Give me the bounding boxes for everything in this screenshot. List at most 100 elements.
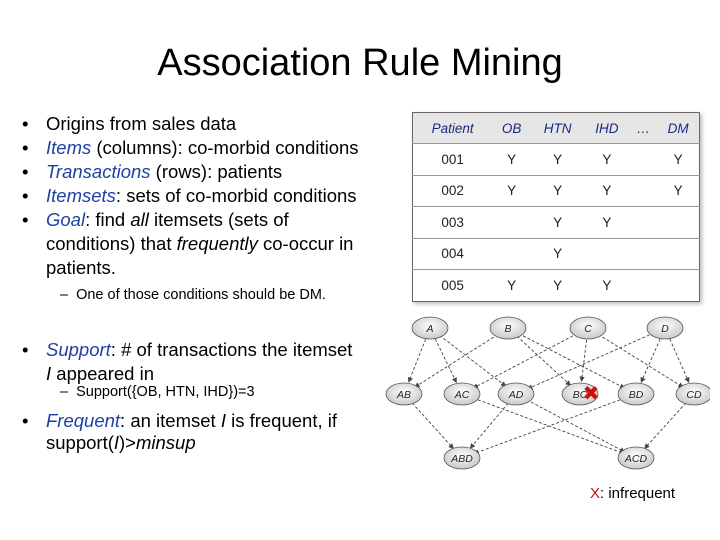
dash: – — [60, 384, 69, 400]
lattice-edge — [472, 333, 578, 389]
table-cell — [657, 270, 699, 302]
table-cell — [657, 206, 700, 239]
bullet-text: : an itemset — [120, 410, 221, 431]
lattice-node: B — [489, 316, 527, 340]
bullet-text: : sets of co-morbid conditions — [115, 185, 357, 206]
lattice-edge — [434, 338, 457, 384]
bullet-term: Itemsets — [46, 185, 116, 206]
bullet-emphasis: minsup — [135, 432, 196, 453]
lattice-node: AB — [385, 382, 423, 406]
table-cell: Y — [584, 175, 630, 207]
table-cell — [492, 206, 531, 239]
col-header: DM — [657, 112, 700, 144]
bullet-text: Origins from sales data — [46, 113, 237, 134]
table-cell: Y — [492, 175, 531, 207]
bullet-itemsets: • Itemsets: sets of co-morbid conditions — [22, 184, 402, 208]
bullet-text: itemsets (sets of — [148, 209, 289, 230]
bullet-goal: • Goal: find all itemsets (sets of condi… — [22, 208, 402, 280]
table-cell: Y — [553, 277, 563, 293]
lattice-edge — [516, 335, 572, 386]
table-cell: Y — [657, 143, 700, 176]
dash: – — [60, 287, 69, 303]
bullet-items: • Items (columns): co-morbid conditions — [22, 136, 402, 160]
bullet-dot: • — [22, 410, 29, 431]
table-cell: Y — [530, 175, 585, 207]
lattice-node-label: A — [425, 323, 433, 335]
table-cell — [492, 238, 531, 270]
bullet-dot: • — [22, 113, 29, 134]
lattice-edge — [640, 338, 661, 383]
table-cell — [630, 270, 658, 302]
bullet-text: support( — [46, 432, 114, 453]
table-cell: Y — [602, 277, 612, 293]
col-header: OB — [492, 112, 531, 144]
lattice-edges — [407, 332, 690, 455]
bullet-dot: • — [22, 137, 29, 158]
table-cell — [657, 238, 700, 270]
infrequent-x-icon: ✖ — [583, 381, 600, 405]
lattice-edge — [669, 338, 690, 383]
table-cell — [629, 238, 658, 270]
table-cell: 003 — [412, 206, 493, 239]
bullet-term: Goal — [46, 209, 86, 230]
bullet-dot: • — [22, 185, 29, 206]
table-cell: 002 — [412, 175, 493, 207]
bullet-text: : find — [85, 209, 131, 230]
table-cell: 005 — [441, 277, 464, 293]
table-cell: Y — [530, 206, 585, 239]
sub-bullet-support: –Support({OB, HTN, IHD})=3 — [60, 384, 255, 400]
bullet-text: patients. — [46, 257, 116, 278]
bullet-origins: • Origins from sales data — [22, 112, 402, 136]
lattice-edge — [473, 397, 625, 455]
lattice-edge — [407, 338, 427, 383]
table-cell: Y — [492, 143, 531, 176]
lattice-node: BD — [617, 382, 655, 406]
table-header-row: Patient OB HTN IHD … DM — [412, 112, 700, 144]
table-cell: Y — [530, 143, 585, 176]
bullet-emphasis: I — [113, 432, 120, 453]
bullet-text: (rows): patients — [150, 161, 283, 182]
bullet-text: appeared in — [51, 363, 155, 384]
sub-bullet-text: Support({OB, HTN, IHD})=3 — [76, 384, 255, 400]
lattice-node: A — [411, 316, 449, 340]
lattice-node-label: C — [584, 323, 592, 335]
lattice-node-label: ABD — [450, 453, 473, 465]
col-header: IHD — [584, 112, 630, 144]
bullet-term: Support — [46, 339, 111, 360]
bullet-emphasis: all — [130, 209, 149, 230]
lattice-edge — [469, 402, 509, 449]
slide-title: Association Rule Mining — [157, 42, 563, 84]
legend-text: : infrequent — [600, 485, 676, 502]
lattice-node: CD — [675, 382, 710, 406]
lattice-edge — [439, 334, 507, 387]
lattice-edge — [644, 402, 687, 450]
lattice-node-label: AC — [454, 389, 470, 401]
lattice-node-label: BC — [573, 389, 588, 401]
table-cell — [629, 206, 658, 239]
bullet-text: conditions) that — [46, 233, 177, 254]
col-header: … — [629, 112, 658, 144]
bullet-text: is frequent, if — [225, 410, 338, 431]
bullet-term: Transactions — [46, 161, 151, 182]
lattice-edge — [526, 399, 626, 453]
lattice-node: AD — [497, 382, 535, 406]
table-cell: 004 — [412, 238, 493, 270]
table-cell: 001 — [412, 143, 493, 176]
col-header: HTN — [530, 112, 585, 144]
lattice-edge — [597, 333, 684, 388]
lattice-edge — [411, 402, 454, 450]
lattice-node-label: ACD — [624, 453, 648, 465]
table-cell — [629, 143, 658, 176]
lattice-node: C — [569, 316, 607, 340]
sub-bullet-dm: –One of those conditions should be DM. — [60, 287, 326, 303]
lattice-edge — [579, 339, 588, 382]
legend-note: X: infrequent — [590, 485, 675, 502]
lattice-node: D — [646, 316, 684, 340]
bullet-dot: • — [22, 209, 29, 230]
